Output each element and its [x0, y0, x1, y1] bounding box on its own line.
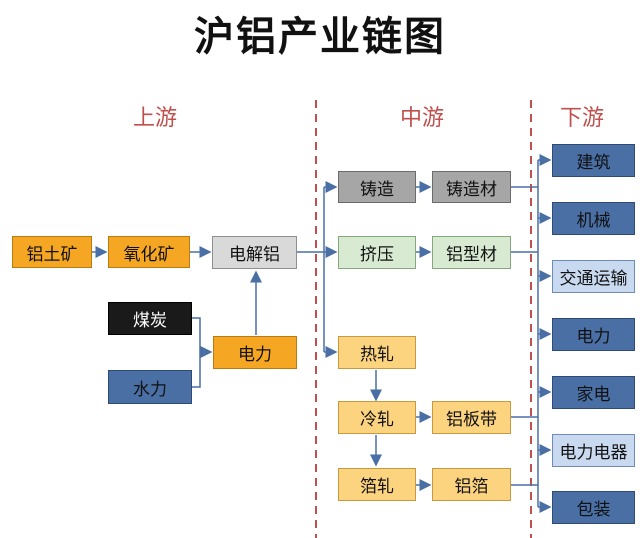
- node-aluminum-profile: 铝型材: [432, 236, 511, 269]
- node-cold-rolling: 冷轧: [338, 401, 416, 434]
- node-hydro: 水力: [108, 370, 192, 404]
- section-midstream: 中游: [400, 106, 445, 131]
- node-hot-rolling: 热轧: [338, 336, 416, 369]
- downstream-packaging: 包装: [552, 491, 635, 524]
- node-plate-strip: 铝板带: [432, 401, 511, 434]
- page-title: 沪铝产业链图: [194, 14, 446, 60]
- node-extrusion: 挤压: [338, 236, 416, 269]
- node-cast-material: 铸造材: [432, 171, 511, 203]
- node-foil-rolling: 箔轧: [338, 468, 416, 501]
- node-casting: 铸造: [338, 171, 416, 203]
- section-downstream: 下游: [560, 106, 605, 131]
- node-power: 电力: [213, 336, 297, 369]
- node-alumina: 氧化矿: [108, 236, 190, 268]
- node-bauxite: 铝土矿: [12, 236, 92, 268]
- downstream-machinery: 机械: [552, 202, 635, 235]
- node-coal: 煤炭: [108, 302, 192, 335]
- downstream-power: 电力: [552, 318, 635, 351]
- downstream-home-appliances: 家电: [552, 376, 635, 409]
- downstream-transportation: 交通运输: [552, 260, 635, 293]
- downstream-electrical-appliances: 电力电器: [552, 434, 635, 467]
- line-coal-hydro: [192, 317, 201, 388]
- node-electrolytic-aluminum: 电解铝: [212, 236, 297, 269]
- downstream-construction: 建筑: [552, 144, 635, 177]
- node-aluminum-foil: 铝箔: [432, 468, 511, 501]
- section-upstream: 上游: [133, 106, 178, 131]
